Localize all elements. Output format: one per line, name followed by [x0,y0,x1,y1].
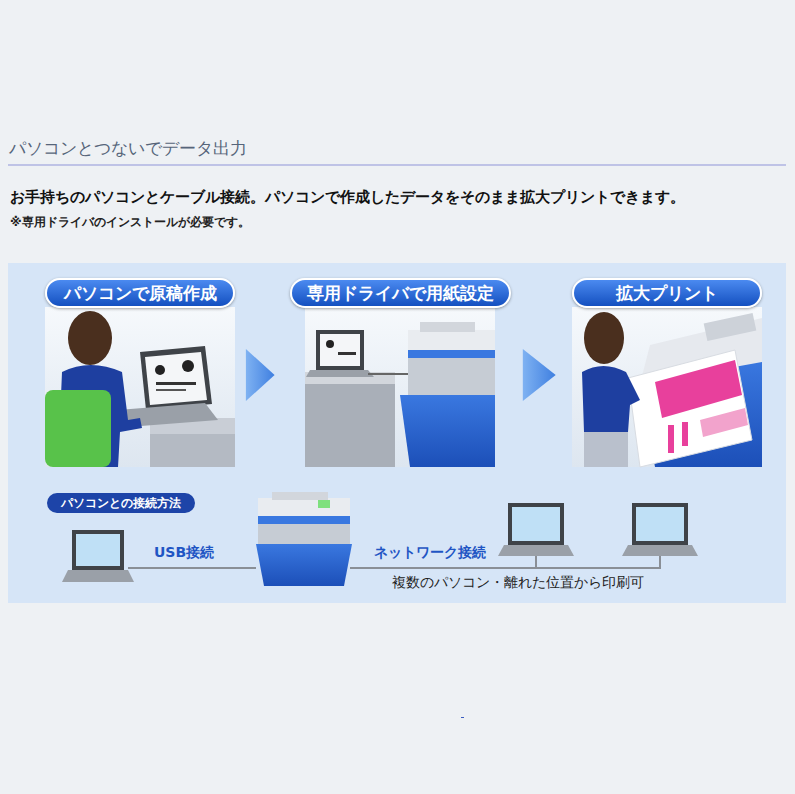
step1-picture-part [68,311,112,365]
connection-picture-part [350,567,661,569]
flow-arrow [246,349,275,401]
step2-picture-part [305,384,395,467]
connection-picture-part [498,545,574,556]
heading-pill: 拡大プリント [572,278,762,308]
step1-picture-part [156,382,196,385]
connection-picture-part [535,556,537,568]
step3-picture-part [700,408,748,437]
connection-label: USB接続 [152,544,216,562]
note-text: ※専用ドライバのインストールが必要です。 [8,214,252,231]
step3-picture-part [582,366,640,432]
connection-picture-part [318,500,330,508]
connection-picture-part [659,556,661,568]
dash-mark [461,717,464,718]
connection-picture-part [508,503,564,545]
page-title: パソコンとつないでデータ出力 [9,137,247,160]
connection-picture-part [258,524,350,544]
flow-arrow [523,349,556,401]
step3-picture [572,307,762,467]
step3-picture-part [668,425,674,453]
connection-note: 複数のパソコン・離れた位置から印刷可 [390,574,646,592]
step3-picture-part [704,313,757,341]
step1-picture-part [140,346,212,410]
connection-picture-part [62,570,134,582]
step1-picture-part [156,389,186,391]
step2-picture-part [368,368,410,374]
panel [8,263,786,603]
step2-picture-part [408,350,495,358]
step2-picture-part [400,395,495,467]
step2-picture [305,307,495,467]
heading-pill: パソコンで原稿作成 [45,278,235,308]
step1-picture-part [45,390,111,467]
title-rule [8,165,786,166]
step2-picture-part [420,322,475,332]
connection-picture-part [512,507,560,541]
step1-picture [45,307,235,467]
connection-picture-part [258,516,350,524]
step3-picture-part [584,432,628,467]
step2-picture-part [306,370,374,377]
step3-picture-part [655,360,742,418]
step2-picture-part [326,340,334,348]
step-panel: パソコンで原稿作成 [45,278,235,468]
connection-picture-part [622,545,698,556]
heading-pill: パソコンとの接続方法 [47,493,195,513]
step1-picture-part [145,352,207,405]
connection-label: ネットワーク接続 [372,544,488,562]
step2-picture-part [305,307,495,467]
step2-picture-part [408,330,495,350]
connection-picture-part [76,534,120,566]
intro-text: お手持ちのパソコンとケーブル接続。パソコンで作成したデータをそのまま拡大プリント… [8,188,687,207]
step-panel: 専用ドライバで用紙設定 [290,278,511,468]
method-heading: パソコンとの接続方法 [47,492,197,513]
step1-picture-part [155,365,165,375]
step2-picture-part [408,358,495,395]
connection-picture-part [258,498,350,516]
step2-picture-part [338,352,356,355]
step3-picture-part [628,350,752,467]
step-panel: 拡大プリント [572,278,762,468]
step3-picture-part [572,307,762,467]
connection-picture-part [272,492,328,500]
connection-picture-part [256,544,352,586]
step1-picture-part [150,434,235,467]
heading-pill: 専用ドライバで用紙設定 [290,278,511,308]
connection-picture-part [636,507,684,541]
step2-picture-part [316,330,364,370]
connection-picture-part [128,567,256,569]
step1-picture-part [182,360,194,372]
step3-picture-part [584,312,624,364]
step2-picture-part [320,334,360,366]
connection-picture-part [72,530,124,570]
connection-picture-part [632,503,688,545]
step1-picture-part [45,307,235,467]
step3-picture-part [682,422,688,446]
